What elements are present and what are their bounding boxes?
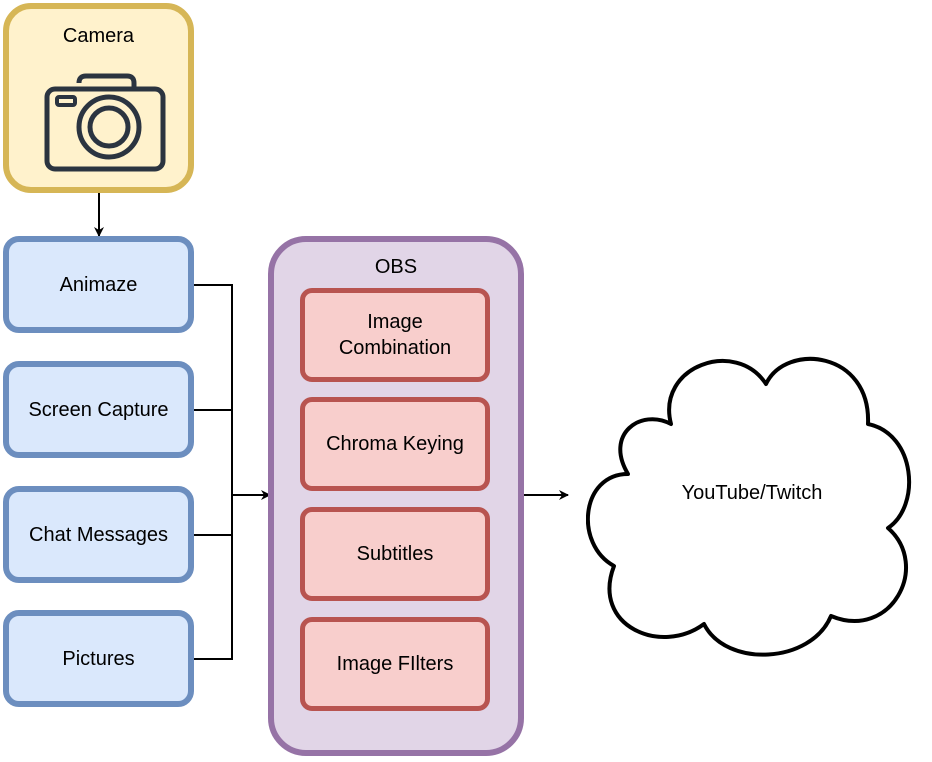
step-subtitles: Subtitles xyxy=(300,507,490,601)
obs-label: OBS xyxy=(374,256,418,278)
step-label: Image Combination xyxy=(338,311,452,359)
camera-label: Camera xyxy=(62,25,135,47)
pictures-connector xyxy=(194,495,233,660)
destination-cloud: YouTube/Twitch xyxy=(585,346,918,660)
source-chat-messages: Chat Messages xyxy=(3,486,194,583)
source-label: Pictures xyxy=(62,647,135,670)
camera-icon xyxy=(44,73,166,172)
step-chroma-keying: Chroma Keying xyxy=(300,397,490,491)
source-label: Animaze xyxy=(59,273,138,296)
step-label: Subtitles xyxy=(356,543,434,565)
step-image-combination: Image Combination xyxy=(300,288,490,382)
step-image-filters: Image FIlters xyxy=(300,617,490,711)
source-screen-capture: Screen Capture xyxy=(3,361,194,458)
camera-node: Camera xyxy=(3,3,194,193)
source-animaze: Animaze xyxy=(3,236,194,333)
step-label: Image FIlters xyxy=(336,653,454,675)
cloud-shape xyxy=(585,356,911,657)
step-label: Chroma Keying xyxy=(326,433,464,455)
source-label: Screen Capture xyxy=(28,398,169,421)
source-label: Chat Messages xyxy=(29,523,168,546)
destination-label: YouTube/Twitch xyxy=(681,482,823,504)
animaze-connector xyxy=(194,284,233,495)
source-pictures: Pictures xyxy=(3,610,194,707)
